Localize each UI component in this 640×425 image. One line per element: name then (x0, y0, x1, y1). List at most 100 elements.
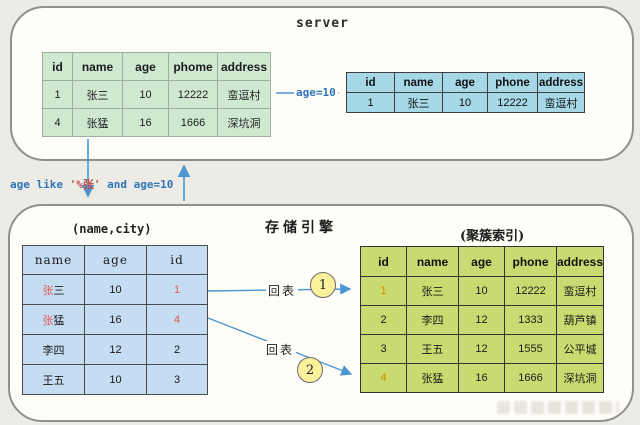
table-cell: 3 (146, 364, 208, 395)
table-row: 2 李四 12 1333 葫芦镇 (360, 305, 605, 335)
table-cell: 12222 (487, 92, 538, 113)
secondary-index-label: (name,city) (72, 222, 152, 236)
table-cell: 4 (360, 363, 407, 393)
table-header-row: name age id (22, 245, 208, 275)
sql-condition-suffix: and age=10 (100, 178, 174, 191)
column-header: id (360, 246, 407, 277)
table-cell: 4 (42, 108, 73, 137)
table-cell: 10 (458, 276, 505, 306)
secondary-index-table: name age id 张三 10 1 张猛 16 4 李四 12 2 王五 1… (22, 245, 208, 395)
table-cell: 12222 (168, 80, 218, 109)
table-row: 张猛 16 4 (22, 304, 208, 335)
table-cell: 10 (442, 92, 488, 113)
table-header-row: id name age phone address (346, 72, 585, 93)
table-cell: 张猛 (406, 363, 459, 393)
table-cell: 深坑洞 (217, 108, 271, 137)
column-header: address (555, 246, 605, 277)
highlighted-name-part: 张 (42, 284, 54, 297)
table-cell: 葫芦镇 (555, 305, 605, 335)
back-lookup-label-1: 回表 (266, 282, 299, 299)
column-header: age (122, 52, 169, 81)
table-row: 3 王五 12 1555 公平城 (360, 334, 605, 364)
table-header-row: id name age phone address (360, 246, 605, 277)
table-cell: 蛮逗村 (217, 80, 271, 109)
table-cell: 1555 (504, 334, 557, 364)
table-cell: 10 (84, 364, 147, 395)
name-part: 猛 (53, 314, 65, 327)
column-header: id (346, 72, 395, 93)
table-cell: 李四 (22, 334, 85, 365)
table-cell: 王五 (22, 364, 85, 395)
watermark (497, 401, 619, 414)
table-cell: 蛮逗村 (555, 276, 605, 306)
table-cell: 公平城 (555, 334, 605, 364)
table-row: 1 张三 10 12222 蛮逗村 (42, 80, 271, 109)
table-cell: 1333 (504, 305, 557, 335)
column-header: phone (487, 72, 538, 93)
table-cell: 2 (360, 305, 407, 335)
table-cell: 16 (84, 304, 147, 335)
column-header: phone (504, 246, 557, 277)
table-row: 张三 10 1 (22, 274, 208, 305)
name-part: 三 (53, 284, 65, 297)
table-cell: 10 (122, 80, 169, 109)
table-cell: 1666 (504, 363, 557, 393)
table-cell: 12 (84, 334, 147, 365)
table-cell: 4 (146, 304, 208, 335)
table-cell: 张三 (394, 92, 443, 113)
table-cell: 蛮逗村 (537, 92, 585, 113)
clustered-index-table: id name age phone address 1 张三 10 12222 … (360, 246, 605, 393)
table-cell: 1666 (168, 108, 218, 137)
column-header: name (72, 52, 123, 81)
sql-condition-pattern: '%张' (69, 178, 101, 191)
table-cell: 1 (360, 276, 407, 306)
sql-condition: age like '%张' and age=10 (10, 176, 173, 192)
clustered-index-label: (聚簇索引) (460, 229, 525, 244)
table-cell: 张三 (406, 276, 459, 306)
table-cell: 10 (84, 274, 147, 305)
table-cell: 王五 (406, 334, 459, 364)
age-filter-label: age=10 (294, 86, 338, 99)
step-2-badge: 2 (297, 357, 323, 383)
server-query-table: id name age phome address 1 张三 10 12222 … (42, 52, 271, 137)
column-header: address (217, 52, 271, 81)
table-cell: 1 (42, 80, 73, 109)
table-row: 1 张三 10 12222 蛮逗村 (360, 276, 605, 306)
back-lookup-label-2: 回表 (264, 341, 297, 358)
storage-engine-title: 存储引擎 (265, 220, 337, 236)
column-header: age (458, 246, 505, 277)
table-cell: 16 (122, 108, 169, 137)
table-cell: 12 (458, 305, 505, 335)
table-row: 王五 10 3 (22, 364, 208, 395)
table-cell: 1 (146, 274, 208, 305)
table-header-row: id name age phome address (42, 52, 271, 81)
table-row: 4 张猛 16 1666 深坑洞 (42, 108, 271, 137)
column-header: id (146, 245, 208, 275)
server-panel-title: server (296, 16, 349, 31)
table-cell: 张三 (22, 274, 85, 305)
table-row: 1 张三 10 12222 蛮逗村 (346, 92, 585, 113)
column-header: age (84, 245, 147, 275)
column-header: name (406, 246, 459, 277)
table-cell: 深坑洞 (555, 363, 605, 393)
table-cell: 李四 (406, 305, 459, 335)
table-cell: 12 (458, 334, 505, 364)
column-header: name (394, 72, 443, 93)
table-cell: 12222 (504, 276, 557, 306)
column-header: age (442, 72, 488, 93)
table-cell: 张三 (72, 80, 123, 109)
table-row: 4 张猛 16 1666 深坑洞 (360, 363, 605, 393)
column-header: phome (168, 52, 218, 81)
server-result-table: id name age phone address 1 张三 10 12222 … (346, 72, 585, 113)
step-1-badge: 1 (310, 272, 336, 298)
column-header: address (537, 72, 585, 93)
table-cell: 张猛 (22, 304, 85, 335)
table-row: 李四 12 2 (22, 334, 208, 365)
highlighted-name-part: 张 (42, 314, 54, 327)
sql-condition-prefix: age like (10, 178, 70, 191)
table-cell: 1 (346, 92, 395, 113)
column-header: id (42, 52, 73, 81)
column-header: name (22, 245, 85, 275)
table-cell: 张猛 (72, 108, 123, 137)
table-cell: 2 (146, 334, 208, 365)
